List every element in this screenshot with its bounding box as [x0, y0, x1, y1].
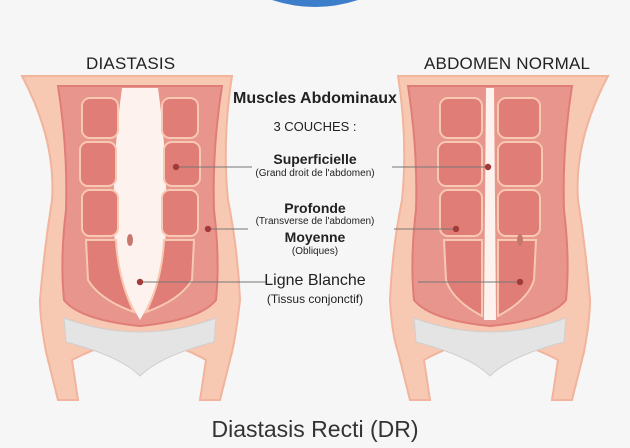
rectus-block	[80, 142, 116, 186]
marker-dot	[517, 279, 523, 285]
marker-dot	[137, 279, 143, 285]
label-ligne-blanche-detail: (Tissus conjonctif)	[210, 292, 420, 306]
label-ligne-blanche: Ligne Blanche	[210, 272, 420, 290]
linea-alba-right	[484, 88, 496, 320]
rectus-block	[440, 98, 482, 138]
rectus-block	[498, 98, 540, 138]
marker-dot	[485, 164, 491, 170]
label-superficielle-detail: (Grand droit de l'abdomen)	[210, 168, 420, 179]
label-moyenne: Moyenne	[210, 229, 420, 245]
torso-normal	[390, 76, 608, 400]
label-superficielle: Superficielle	[210, 151, 420, 167]
rectus-block	[438, 142, 482, 186]
rectus-block	[82, 98, 118, 138]
footer-caption: Diastasis Recti (DR)	[0, 416, 630, 443]
torso-diastasis	[22, 76, 240, 400]
marker-dot	[453, 226, 459, 232]
navel-right	[517, 234, 523, 246]
rectus-block	[162, 190, 198, 236]
title-abdomen-normal: ABDOMEN NORMAL	[424, 54, 590, 74]
rectus-block	[498, 142, 542, 186]
title-diastasis: DIASTASIS	[86, 54, 175, 74]
label-profonde-detail: (Transverse de l'abdomen)	[210, 216, 420, 227]
rectus-block	[498, 190, 540, 236]
marker-dot	[173, 164, 179, 170]
label-profonde: Profonde	[210, 200, 420, 216]
rectus-block	[82, 190, 118, 236]
top-accent-bar	[272, 0, 358, 7]
navel-left	[127, 234, 133, 246]
label-moyenne-detail: (Obliques)	[210, 246, 420, 257]
rectus-block	[164, 142, 200, 186]
center-title: Muscles Abdominaux	[210, 90, 420, 108]
layers-count: 3 COUCHES :	[210, 119, 420, 134]
rectus-block	[162, 98, 198, 138]
